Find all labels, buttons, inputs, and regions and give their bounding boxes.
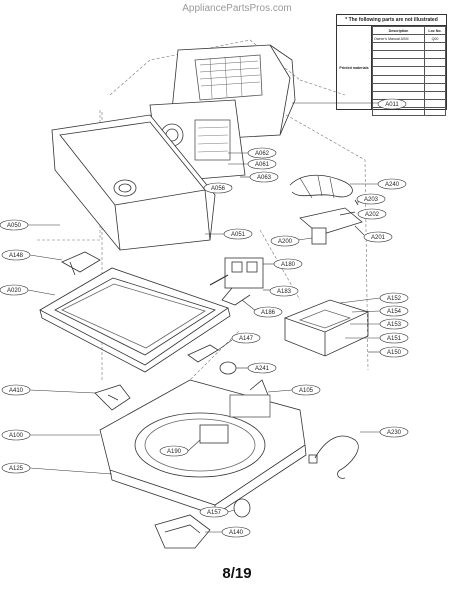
callout-a062: A062: [228, 147, 277, 159]
legend-cell-loc: [424, 106, 446, 117]
callout-a152: A152: [339, 292, 409, 304]
bracket-part: [299, 207, 363, 245]
callout-a051: A051: [205, 228, 253, 240]
callout-a240: A240: [350, 178, 407, 190]
callout-label: A140: [229, 530, 244, 536]
callout-label: A190: [167, 449, 182, 455]
callout-label: A203: [364, 197, 379, 203]
callout-label: A186: [261, 310, 276, 316]
top-cover-part: [99, 379, 307, 516]
callout-a180: A180: [263, 258, 303, 270]
callout-a100: A100: [1, 429, 100, 441]
callout-label: A410: [9, 388, 24, 394]
callout-label: A201: [371, 235, 386, 241]
callout-label: A050: [7, 223, 22, 229]
callout-labels: A011 A062 A061 A063 A056 A240 A203 A202 …: [0, 98, 409, 538]
water-valve-part: [209, 257, 264, 306]
page-number: 8/19: [222, 565, 252, 582]
part-a410: [94, 384, 131, 411]
callout-a230: A230: [360, 426, 409, 438]
callout-a153: A153: [350, 318, 409, 330]
callout-label: A100: [9, 433, 24, 439]
callout-a061: A061: [228, 158, 277, 170]
callout-a183: A183: [263, 285, 299, 297]
callout-label: A150: [387, 350, 402, 356]
callout-label: A125: [9, 466, 24, 472]
callout-a410: A410: [1, 384, 96, 396]
callout-a200: A200: [270, 235, 313, 247]
callout-a150: A150: [368, 346, 409, 358]
callout-a202: A202: [357, 208, 387, 220]
callout-label: A230: [387, 430, 402, 436]
callout-label: A020: [7, 288, 22, 294]
callout-a020: A020: [0, 284, 56, 296]
callout-label: A151: [387, 336, 402, 342]
part-a157: [233, 498, 251, 518]
callout-a151: A151: [345, 332, 409, 344]
control-panel-part: [51, 114, 216, 251]
callout-a105: A105: [267, 384, 321, 396]
callout-label: A154: [387, 309, 402, 315]
callout-label: A061: [255, 162, 270, 168]
callout-a140: A140: [205, 526, 251, 538]
callout-a147: A147: [217, 332, 261, 351]
wire-harness-part: [289, 174, 353, 199]
watermark: AppliancePartsPros.com: [182, 3, 292, 14]
callout-label: A147: [239, 336, 254, 342]
callout-a157: A157: [199, 506, 235, 518]
power-cord-part: [308, 435, 359, 479]
callout-label: A152: [387, 296, 402, 302]
callout-a148: A148: [1, 249, 63, 261]
callout-label: A180: [281, 262, 296, 268]
callout-label: A062: [255, 151, 270, 157]
callout-a011: A011: [292, 98, 407, 110]
callout-label: A105: [299, 388, 314, 394]
hinge-part: [61, 251, 101, 276]
callout-label: A240: [385, 182, 400, 188]
callout-a125: A125: [1, 462, 113, 475]
callout-label: A153: [387, 322, 402, 328]
callout-label: A056: [211, 186, 226, 192]
callout-a186: A186: [241, 299, 283, 318]
callout-label: A063: [257, 175, 272, 181]
callout-a050: A050: [0, 219, 60, 231]
callout-label: A202: [365, 212, 380, 218]
callout-label: A241: [255, 366, 270, 372]
screw-a203: [354, 199, 359, 206]
lid-part: [39, 267, 231, 373]
legend-title: * The following parts are not illustrate…: [337, 15, 446, 26]
callout-a203: A203: [356, 193, 386, 205]
dispenser-part: [283, 299, 370, 357]
callout-label: A051: [231, 232, 246, 238]
callout-a241: A241: [236, 362, 277, 374]
callout-label: A011: [385, 102, 399, 108]
callout-a056: A056: [203, 182, 233, 194]
callout-label: A200: [278, 239, 293, 245]
legend-side-label: Printed materials: [337, 26, 372, 109]
callout-a154: A154: [351, 305, 409, 317]
part-a241: [219, 361, 237, 375]
lid-switch-part: [187, 344, 219, 363]
callout-a190: A190: [159, 439, 201, 457]
callout-label: A183: [277, 289, 292, 295]
callout-a201: A201: [354, 225, 393, 243]
callout-label: A157: [207, 510, 222, 516]
callout-a063: A063: [240, 171, 279, 183]
part-a140: [154, 514, 211, 549]
callout-label: A148: [9, 253, 24, 259]
